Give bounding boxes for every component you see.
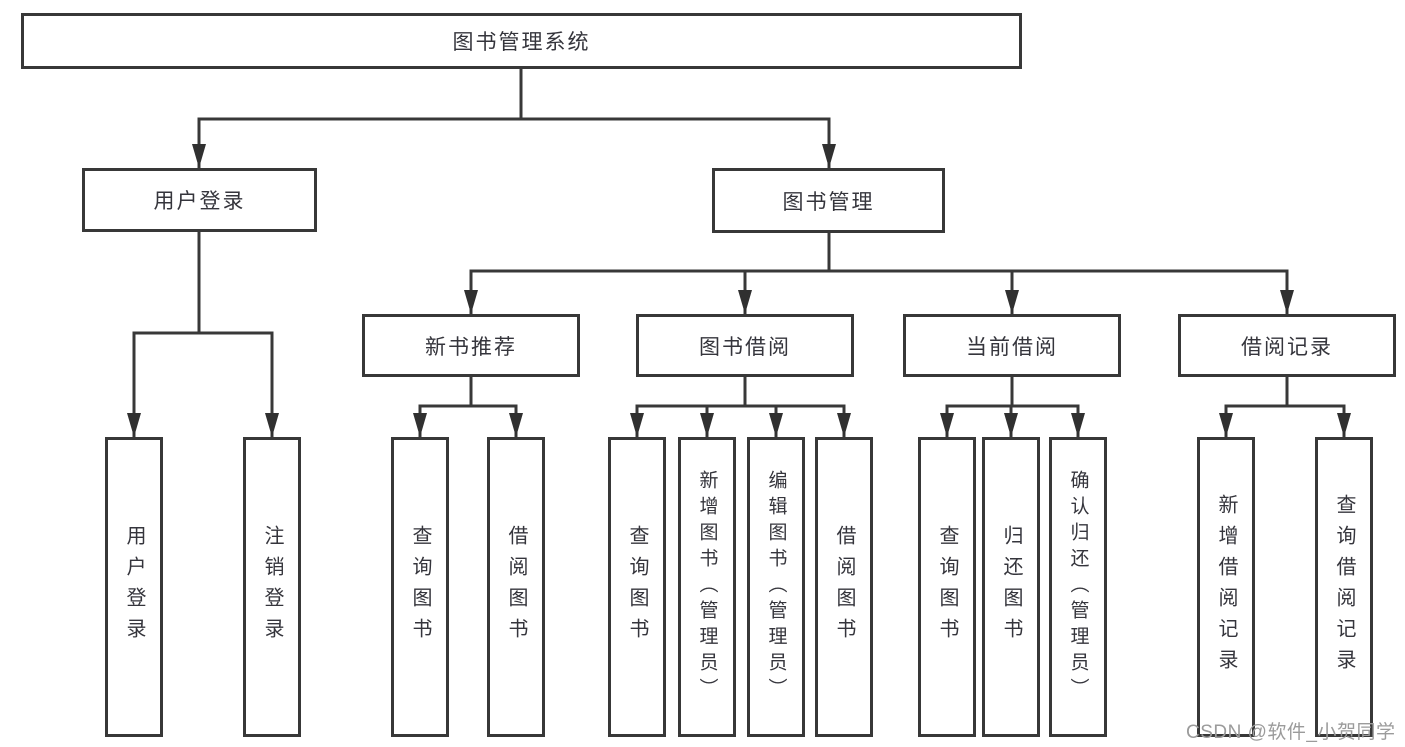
node-book-borrow: 图书借阅 — [636, 314, 854, 377]
arrowheads — [127, 144, 1351, 437]
node-root-system: 图书管理系统 — [21, 13, 1022, 69]
node-current-borrow: 当前借阅 — [903, 314, 1121, 377]
leaf-confirm-return-admin: 确认归还（管理员） — [1049, 437, 1107, 737]
leaf-borrow-book: 借阅图书 — [815, 437, 873, 737]
leaf-user-login: 用户登录 — [105, 437, 163, 737]
leaf-current-query-book: 查询图书 — [918, 437, 976, 737]
leaf-borrow-query-book: 查询图书 — [608, 437, 666, 737]
leaf-add-borrow-record: 新增借阅记录 — [1197, 437, 1255, 737]
leaf-add-book-admin: 新增图书（管理员） — [678, 437, 736, 737]
node-new-book-recommend: 新书推荐 — [362, 314, 580, 377]
leaf-return-book: 归还图书 — [982, 437, 1040, 737]
node-user-login: 用户登录 — [82, 168, 317, 232]
leaf-edit-book-admin: 编辑图书（管理员） — [747, 437, 805, 737]
leaf-recommend-query-book: 查询图书 — [391, 437, 449, 737]
leaf-query-borrow-record: 查询借阅记录 — [1315, 437, 1373, 737]
node-book-management: 图书管理 — [712, 168, 945, 233]
csdn-watermark: CSDN @软件_小贺同学 — [1186, 722, 1396, 743]
leaf-recommend-borrow-book: 借阅图书 — [487, 437, 545, 737]
node-borrow-record: 借阅记录 — [1178, 314, 1396, 377]
leaf-logout: 注销登录 — [243, 437, 301, 737]
